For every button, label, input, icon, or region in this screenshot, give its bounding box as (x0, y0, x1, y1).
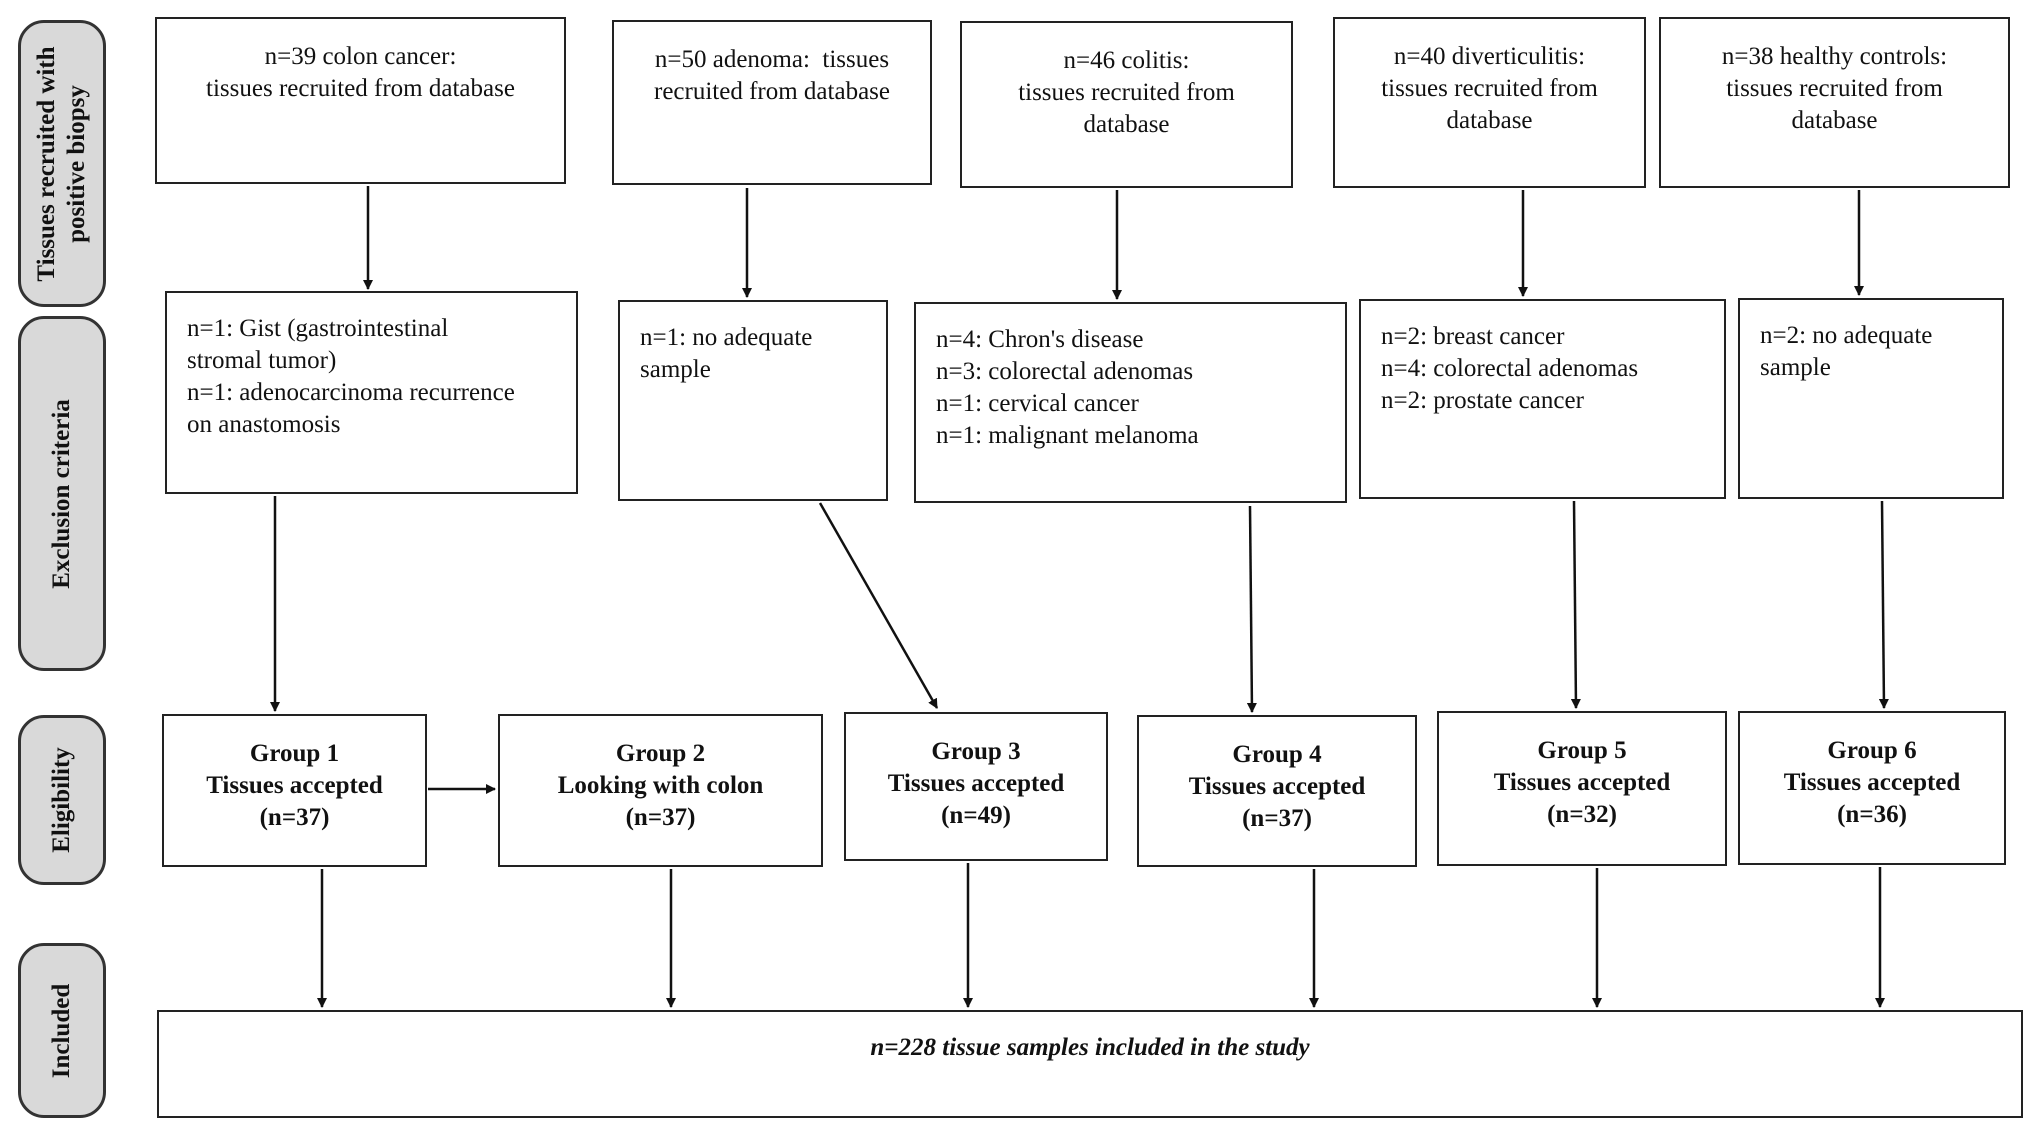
stage-label-recruited: Tissues recruited with positive biopsy (18, 20, 106, 307)
exclusion-box-healthy-controls: n=2: no adequate sample (1738, 298, 2004, 499)
recruited-box-diverticulitis: n=40 diverticulitis: tissues recruited f… (1333, 17, 1646, 188)
box-text-line: n=4: Chron's disease (936, 326, 1144, 353)
box-text-line: tissues recruited from database (206, 75, 515, 102)
box-text-line: stromal tumor) (187, 347, 337, 374)
exclusion-box-colon-cancer: n=1: Gist (gastrointestinal stromal tumo… (165, 291, 578, 494)
box-text-line: database (1446, 107, 1533, 134)
arrow-exclusion-4 (1570, 500, 1581, 709)
box-text-line: n=50 adenoma: tissues (654, 46, 890, 73)
box-text-line: Group 5 (1537, 737, 1627, 764)
box-text-line: Group 4 (1232, 741, 1322, 768)
box-text-line: Group 2 (615, 740, 706, 767)
box-text-line: n=2: no adequate (1760, 322, 1933, 349)
box-text-line: n=2: breast cancer (1381, 323, 1565, 350)
box-text-line: Looking with colon (557, 772, 764, 799)
box-text-line: database (1791, 107, 1878, 134)
recruited-box-healthy-controls: n=38 healthy controls: tissues recruited… (1659, 17, 2010, 188)
group-box-6: Group 6 Tissues accepted (n=36) (1738, 711, 2006, 865)
box-text-line: tissues recruited from (1381, 75, 1598, 102)
box-text-line: (n=37) (625, 804, 696, 831)
box-text-line: n=1: adenocarcinoma recurrence (187, 379, 515, 406)
recruited-box-colon-cancer: n=39 colon cancer: tissues recruited fro… (155, 17, 566, 184)
box-text-line: n=4: colorectal adenomas (1381, 355, 1639, 382)
box-text-line: Tissues accepted (1783, 769, 1961, 796)
box-text-line: Tissues accepted (887, 770, 1065, 797)
box-text-line: Tissues accepted (1188, 773, 1366, 800)
box-text-line: (n=49) (941, 802, 1011, 829)
box-text-line: (n=32) (1547, 801, 1617, 828)
group-box-1: Group 1 Tissues accepted (n=37) (162, 714, 427, 867)
group-box-2: Group 2 Looking with colon (n=37) (498, 714, 823, 867)
box-text-line: n=1: Gist (gastrointestinal (187, 315, 449, 342)
box-text-line: n=1: no adequate (640, 324, 813, 351)
box-text-line: Tissues accepted (206, 772, 383, 799)
box-text-line: n=2: prostate cancer (1381, 387, 1584, 414)
box-text-line: n=46 colitis: (1063, 47, 1190, 74)
group-box-3: Group 3 Tissues accepted (n=49) (844, 712, 1108, 861)
box-text-line: Group 3 (931, 738, 1021, 765)
box-text-line: n=38 healthy controls: (1721, 43, 1948, 70)
stage-label-exclusion: Exclusion criteria (18, 316, 106, 671)
group-box-5: Group 5 Tissues accepted (n=32) (1437, 711, 1727, 866)
box-text-line: Group 6 (1827, 737, 1917, 764)
box-text-line: Tissues accepted (1493, 769, 1671, 796)
exclusion-box-diverticulitis: n=2: breast cancer n=4: colorectal adeno… (1359, 299, 1726, 499)
box-text-line: n=3: colorectal adenomas (936, 358, 1194, 385)
box-text-line: database (1083, 111, 1170, 138)
included-text: n=228 tissue samples included in the stu… (870, 1034, 1310, 1061)
stage-label-eligibility: Eligibility (18, 715, 106, 885)
box-text-line: sample (640, 356, 711, 383)
exclusion-box-adenoma: n=1: no adequate sample (618, 300, 888, 501)
box-text-line: (n=37) (1242, 805, 1312, 832)
arrow-exclusion-3 (1246, 505, 1257, 713)
box-text-line: n=1: cervical cancer (936, 390, 1139, 417)
arrow-exclusion-2 (818, 502, 939, 709)
arrow-exclusion-5 (1878, 500, 1889, 709)
exclusion-box-colitis: n=4: Chron's disease n=3: colorectal ade… (914, 302, 1347, 503)
box-text-line: n=40 diverticulitis: (1393, 43, 1586, 70)
box-text-line: sample (1760, 354, 1831, 381)
box-text-line: Group 1 (249, 740, 340, 767)
box-text-line: n=39 colon cancer: (264, 43, 457, 70)
box-text-line: tissues recruited from (1018, 79, 1235, 106)
box-text-line: tissues recruited from (1726, 75, 1943, 102)
box-text-line: n=1: malignant melanoma (936, 422, 1199, 449)
box-text-line: (n=37) (259, 804, 330, 831)
box-text-line: recruited from database (654, 78, 890, 105)
included-box: n=228 tissue samples included in the stu… (157, 1010, 2023, 1118)
recruited-box-colitis: n=46 colitis: tissues recruited from dat… (960, 21, 1293, 188)
recruited-box-adenoma: n=50 adenoma: tissues recruited from dat… (612, 20, 932, 185)
box-text-line: (n=36) (1837, 801, 1907, 828)
box-text-line: on anastomosis (187, 411, 341, 438)
stage-label-included: Included (18, 943, 106, 1118)
group-box-4: Group 4 Tissues accepted (n=37) (1137, 715, 1417, 867)
